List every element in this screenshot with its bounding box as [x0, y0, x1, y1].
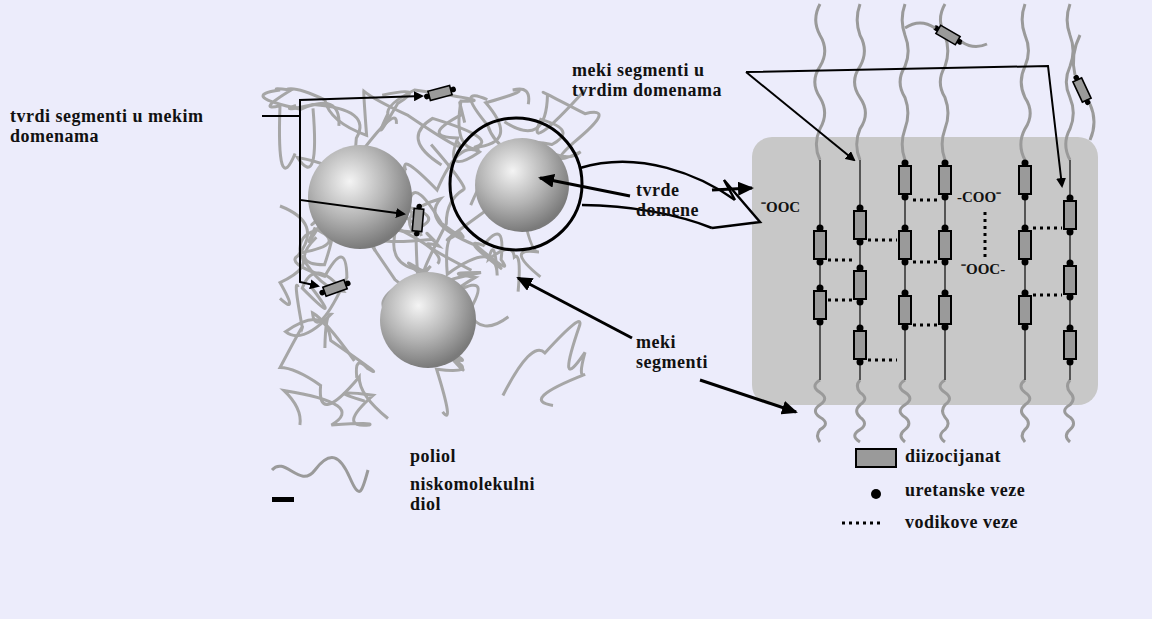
hollow-arrow [580, 162, 760, 228]
legend-text: niskomolekulni diol [410, 474, 550, 514]
carboxylate-label: ⁻OOC- [960, 261, 1006, 278]
callout-label: tvrdi segmenti u mekim domenama [10, 106, 255, 146]
urethane-sample [871, 489, 881, 499]
hard-domain-sphere [475, 138, 569, 232]
callout-label: tvrde domene [636, 180, 710, 220]
legend-text: vodikove veze [905, 512, 1085, 532]
callout-label: meki segmenti [636, 332, 728, 372]
highlight-ring [450, 118, 582, 250]
diisocyanate-sample [856, 449, 896, 467]
diol-sample [272, 497, 294, 502]
carboxylate-label: ⁻OOC [760, 199, 801, 216]
legend-text: uretanske veze [905, 480, 1085, 500]
hard-domain-sphere [380, 272, 476, 368]
soft-segment-tangle [263, 89, 599, 426]
leader-lines [262, 66, 1062, 412]
legend-text: diizocijanat [905, 446, 1085, 466]
hard-domain: ⁻OOC -COO⁻ ⁻OOC- [752, 137, 1098, 405]
callout-label: meki segmenti u tvrdim domenama [572, 60, 744, 100]
hard-domain-box [752, 137, 1098, 405]
hard-domain-sphere [308, 145, 412, 249]
hbond-sample [842, 522, 882, 525]
carboxylate-label: -COO⁻ [956, 189, 1002, 206]
hard-segments [814, 160, 1076, 366]
legend-text: poliol [410, 446, 560, 466]
polyol-sample [272, 458, 368, 492]
